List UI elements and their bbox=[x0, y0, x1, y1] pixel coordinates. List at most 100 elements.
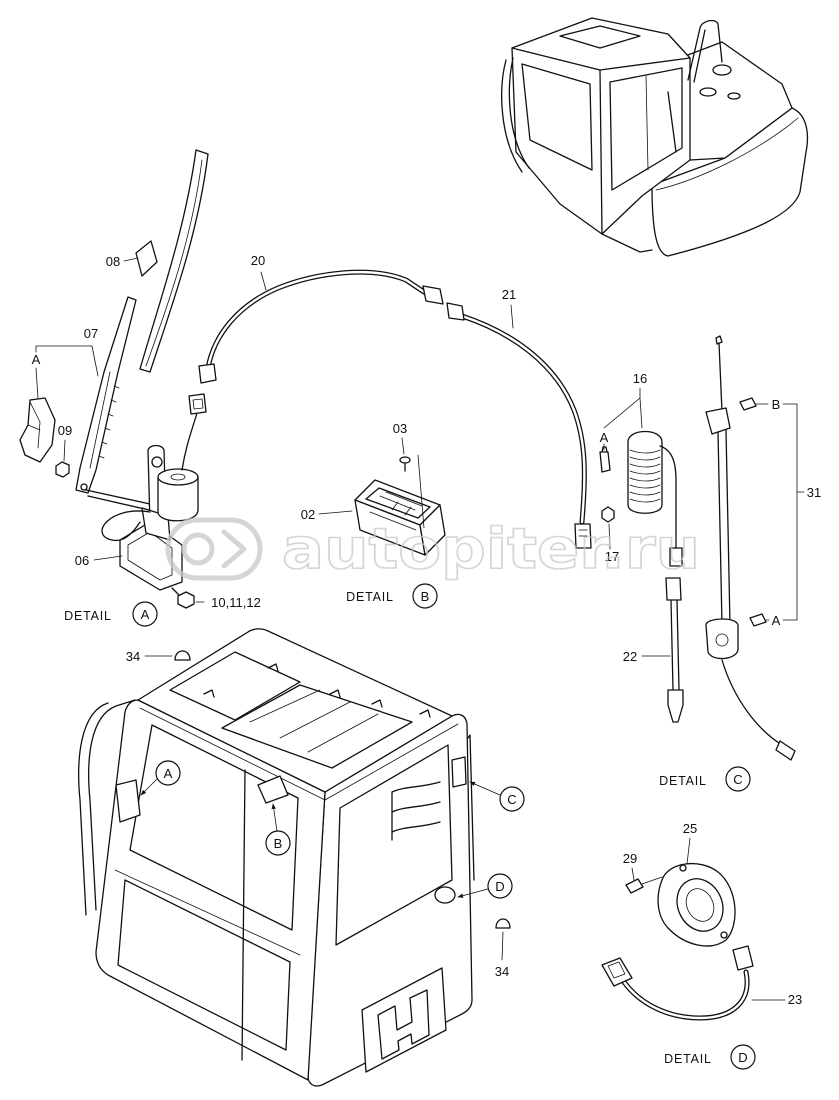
screw-17 bbox=[601, 506, 615, 523]
cab-front-window bbox=[521, 63, 593, 171]
speaker-mount-hole bbox=[720, 931, 728, 939]
cab-lower-front-opening bbox=[117, 879, 291, 1051]
amplifier-ridges bbox=[629, 449, 661, 503]
antenna-base bbox=[705, 618, 739, 660]
cable-22-top-fitting bbox=[665, 577, 682, 601]
cab-corner-edge bbox=[599, 69, 603, 235]
cab-side-lower-panel bbox=[361, 967, 447, 1073]
mount-hole bbox=[151, 456, 163, 468]
cab-side-window bbox=[609, 67, 683, 191]
clip-34-bottom bbox=[495, 918, 511, 929]
leader-07-bracket bbox=[35, 345, 99, 377]
callout-arrow-d bbox=[457, 888, 489, 898]
label-31-ref-bottom: A bbox=[772, 613, 781, 628]
label-07: 07 bbox=[84, 326, 98, 341]
detail-c-ring bbox=[725, 766, 751, 792]
part-labels: 08 20 21 07 A 09 03 16 A B 31 02 06 17 1… bbox=[32, 253, 822, 1007]
label-22: 22 bbox=[623, 649, 637, 664]
label-10-11-12: 10,11,12 bbox=[211, 595, 261, 610]
amplifier-lead bbox=[659, 445, 677, 549]
motor-end-cap bbox=[157, 468, 199, 486]
label-08: 08 bbox=[106, 254, 120, 269]
harness-23-cable-core bbox=[622, 970, 749, 1020]
operator-cab bbox=[78, 628, 511, 1087]
counterweight bbox=[651, 107, 809, 257]
cab-callouts: A C B D bbox=[155, 760, 525, 899]
label-16-ref: A bbox=[600, 430, 609, 445]
logo-frame bbox=[165, 517, 263, 581]
base-edge bbox=[601, 233, 653, 253]
counterweight-edge bbox=[655, 117, 799, 191]
callout-b-letter: B bbox=[274, 836, 283, 851]
excavator-upper-structure bbox=[501, 17, 809, 257]
callout-b-ring bbox=[265, 830, 291, 856]
detail-b-caption: DETAIL bbox=[346, 590, 394, 604]
cab-roof-panel bbox=[221, 684, 413, 769]
cab-antenna-strip bbox=[467, 734, 475, 881]
logo-letter-shape bbox=[181, 532, 215, 566]
cab-side-window bbox=[335, 744, 453, 946]
detail-d-letter: D bbox=[738, 1050, 747, 1065]
leader-16 bbox=[603, 387, 643, 429]
leader-29 bbox=[631, 867, 635, 881]
callout-arrow-a bbox=[140, 778, 158, 796]
detail-b-letter: B bbox=[421, 589, 430, 604]
motor-shaft bbox=[170, 473, 186, 481]
harness-20-cable-core bbox=[206, 270, 426, 370]
cab-skylight bbox=[169, 651, 301, 721]
label-25: 25 bbox=[683, 821, 697, 836]
cab-step-plate bbox=[377, 989, 430, 1060]
wiper-arm bbox=[75, 296, 151, 511]
screw-03-guide bbox=[417, 454, 425, 529]
callout-c-letter: C bbox=[507, 792, 516, 807]
wiper-arm-rib bbox=[89, 371, 120, 469]
leader-17 bbox=[608, 523, 611, 550]
speaker-mount-hole bbox=[679, 864, 687, 872]
harness-21-cable-core bbox=[460, 314, 586, 524]
detail-a-ring bbox=[132, 601, 158, 627]
cab-side-window-bars bbox=[391, 781, 441, 841]
motor-connector bbox=[188, 393, 207, 415]
motor-connector-latch bbox=[192, 398, 204, 410]
label-21: 21 bbox=[502, 287, 516, 302]
label-34-top: 34 bbox=[126, 649, 140, 664]
bolt-head bbox=[177, 591, 195, 609]
harness-23-connector-left bbox=[601, 957, 633, 987]
label-31: 31 bbox=[807, 485, 821, 500]
harness-20-connector-left bbox=[198, 363, 217, 384]
antenna-bolt-b bbox=[739, 397, 757, 411]
cable-22-rod bbox=[670, 599, 680, 691]
callout-arrow-c bbox=[469, 781, 501, 796]
motor-cylinder bbox=[157, 475, 199, 522]
harness-21-connector-left bbox=[446, 302, 465, 321]
detail-a-caption: DETAIL bbox=[64, 609, 112, 623]
cab-speaker-location bbox=[434, 886, 456, 904]
harness-21 bbox=[446, 302, 592, 549]
leader-06 bbox=[93, 555, 123, 561]
antenna-bolt-a bbox=[749, 613, 767, 627]
cab-door-pillar bbox=[241, 769, 246, 1061]
cab-wiper-motor-location bbox=[115, 779, 141, 823]
detail-c-caption: DETAIL bbox=[659, 774, 707, 788]
leader-21 bbox=[510, 304, 514, 329]
cab-antenna bbox=[667, 91, 677, 153]
antenna-feeder-cable bbox=[721, 659, 783, 746]
fuse-a bbox=[599, 446, 611, 473]
leader-lines bbox=[35, 257, 805, 1001]
label-17: 17 bbox=[605, 549, 619, 564]
label-34-bottom: 34 bbox=[495, 964, 509, 979]
radio-side-face bbox=[419, 504, 446, 556]
detail-c-letter: C bbox=[733, 772, 742, 787]
detail-a-letter: A bbox=[141, 607, 150, 622]
detail-captions: DETAIL A DETAIL B DETAIL C DETAIL D bbox=[64, 583, 756, 1070]
cable-22-bottom-fitting bbox=[667, 689, 684, 723]
callout-d-ring bbox=[487, 873, 513, 899]
label-20: 20 bbox=[251, 253, 265, 268]
antenna-31 bbox=[705, 335, 796, 761]
leader-09 bbox=[63, 439, 66, 462]
tank-cap bbox=[699, 87, 717, 97]
leader-03 bbox=[401, 437, 405, 455]
bracket-fold bbox=[27, 401, 41, 449]
fuel-cap bbox=[712, 64, 732, 76]
